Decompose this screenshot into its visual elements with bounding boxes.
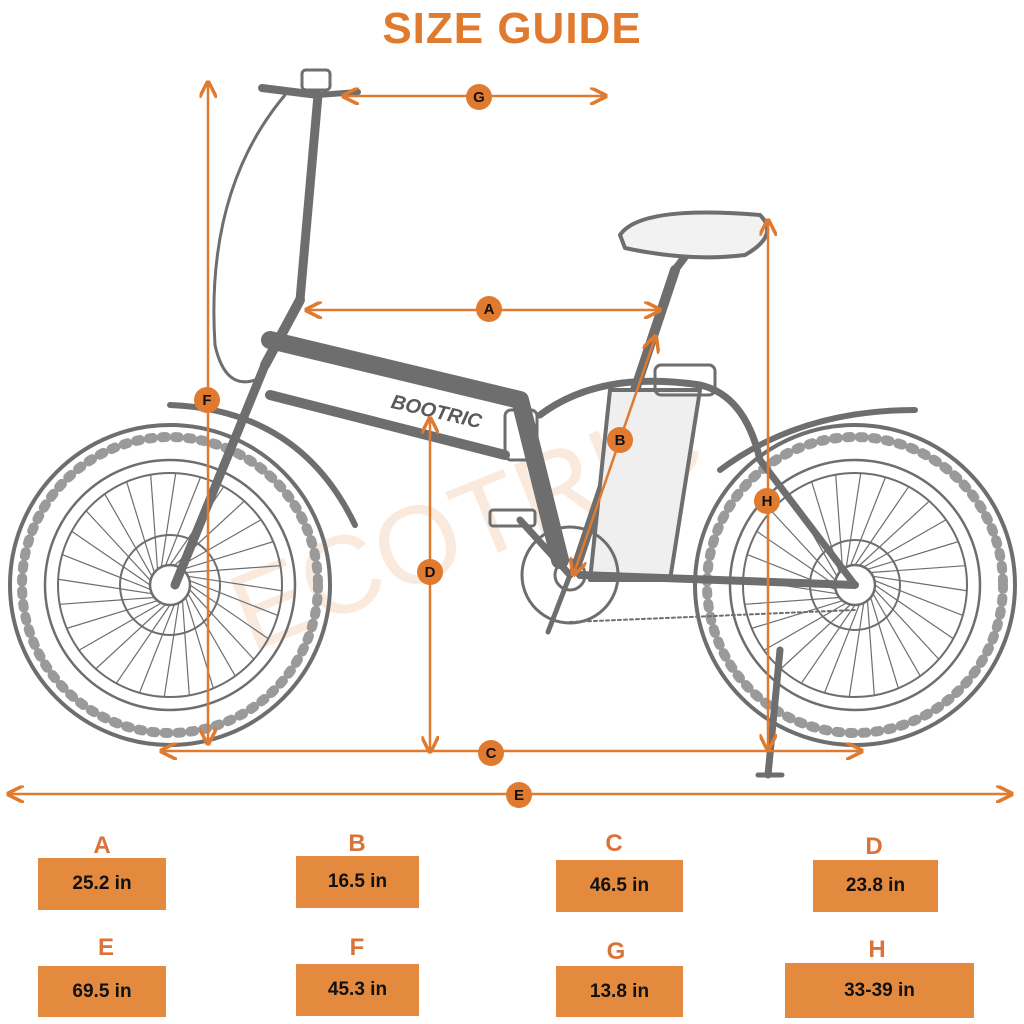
measurement-letter-f: F bbox=[349, 934, 365, 961]
marker-letter: F bbox=[202, 392, 211, 409]
marker-c: C bbox=[478, 740, 504, 766]
measurement-letter-h: H bbox=[868, 936, 886, 963]
measurement-letter-d: D bbox=[865, 833, 883, 860]
marker-letter: B bbox=[615, 432, 626, 449]
measurement-letter-g: G bbox=[606, 938, 626, 965]
dimension-lines bbox=[10, 84, 1010, 794]
measurement-value-f: 45.3 in bbox=[296, 964, 419, 1016]
marker-letter: A bbox=[484, 301, 495, 318]
measurement-value-a: 25.2 in bbox=[38, 858, 166, 910]
rear-wheel bbox=[693, 423, 1017, 747]
page-title: SIZE GUIDE bbox=[382, 4, 642, 53]
marker-b: B bbox=[607, 427, 633, 453]
measurement-letter-e: E bbox=[97, 934, 114, 961]
measurement-value-e: 69.5 in bbox=[38, 966, 166, 1017]
dimension-line-b bbox=[574, 338, 655, 573]
marker-circle bbox=[478, 740, 504, 766]
marker-d: D bbox=[417, 559, 443, 585]
marker-letter: E bbox=[514, 787, 524, 804]
marker-letter: D bbox=[425, 564, 436, 581]
measurement-value-c: 46.5 in bbox=[556, 860, 683, 912]
marker-f: F bbox=[194, 387, 220, 413]
marker-letter: H bbox=[762, 493, 773, 510]
front-wheel bbox=[8, 423, 332, 747]
marker-circle bbox=[476, 296, 502, 322]
measurement-value-h: 33-39 in bbox=[785, 963, 974, 1018]
marker-circle bbox=[506, 782, 532, 808]
marker-letter: C bbox=[486, 745, 497, 762]
dimension-markers: A B C D E F G H bbox=[194, 84, 780, 808]
marker-circle bbox=[194, 387, 220, 413]
measurement-value-g: 13.8 in bbox=[556, 966, 683, 1017]
marker-letter: G bbox=[473, 89, 485, 106]
marker-h: H bbox=[754, 488, 780, 514]
bike-sketch bbox=[8, 68, 1017, 779]
marker-g: G bbox=[466, 84, 492, 110]
measurement-value-d: 23.8 in bbox=[813, 860, 938, 912]
marker-circle bbox=[607, 427, 633, 453]
marker-circle bbox=[754, 488, 780, 514]
marker-e: E bbox=[506, 782, 532, 808]
marker-a: A bbox=[476, 296, 502, 322]
marker-circle bbox=[466, 84, 492, 110]
marker-circle bbox=[417, 559, 443, 585]
measurement-value-b: 16.5 in bbox=[296, 856, 419, 908]
measurement-letter-b: B bbox=[348, 830, 366, 857]
measurement-letter-c: C bbox=[605, 830, 623, 857]
measurement-letter-a: A bbox=[93, 832, 111, 859]
